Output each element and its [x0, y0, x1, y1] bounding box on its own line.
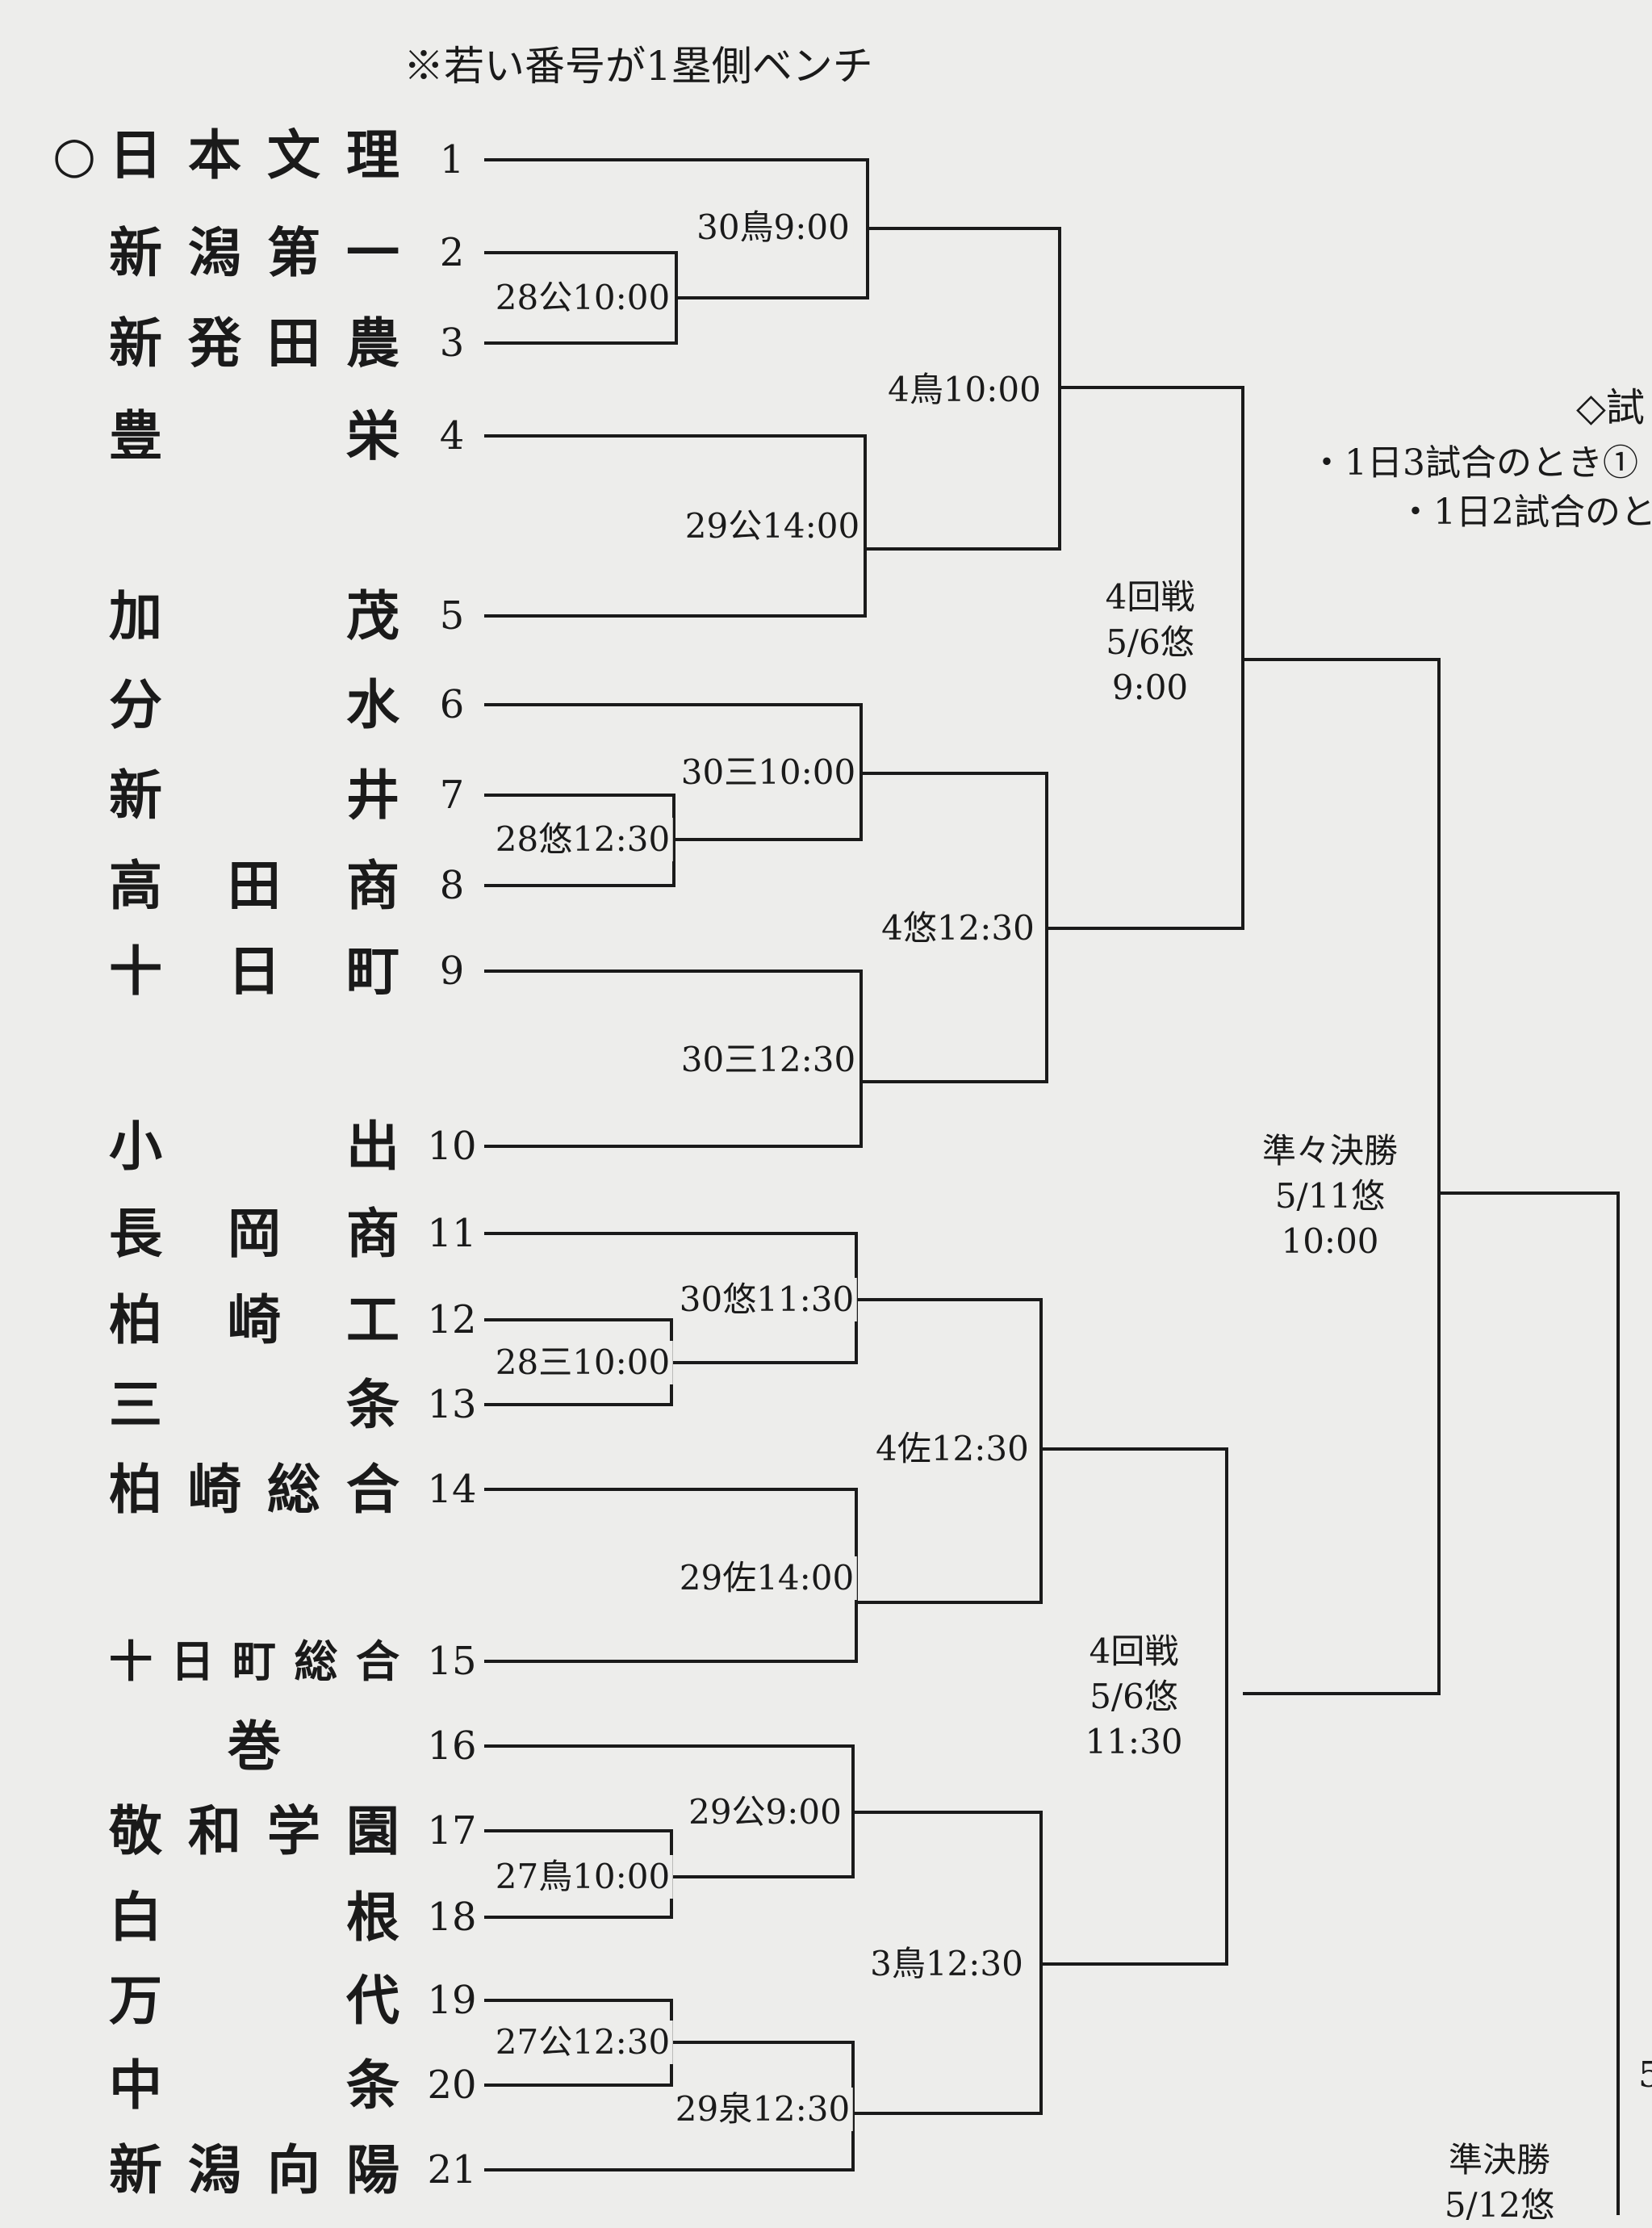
team-number-14: 14: [427, 1467, 477, 1512]
bracket-line-qf: [1243, 658, 1441, 1695]
team-name-8: 高田商: [109, 854, 399, 917]
team-number-1: 1: [439, 137, 465, 182]
team-name-14: 柏崎総合: [109, 1458, 399, 1521]
round4-bottom-time: 11:30: [1085, 1722, 1183, 1761]
team-number-15: 15: [427, 1639, 477, 1684]
team-number-8: 8: [439, 863, 465, 908]
team-number-18: 18: [427, 1895, 477, 1940]
team-name-11: 長岡商: [109, 1202, 399, 1265]
team-name-1: 日本文理: [109, 124, 399, 186]
team-number-9: 9: [439, 949, 465, 994]
team-name-2: 新潟第一: [109, 221, 399, 284]
rules-line-1: ・1日3試合のとき①: [1309, 442, 1638, 484]
match-label-r3b: 4悠12:30: [878, 907, 1038, 950]
quarterfinal-info: 準々決勝 5/11悠 10:00: [1262, 1129, 1398, 1264]
team-name-18: 白根: [109, 1886, 399, 1949]
bracket-line-r3d: [853, 1811, 1043, 2115]
team-name-7: 新井: [109, 764, 399, 827]
bracket-line-r4bottom: [1041, 1447, 1228, 1966]
match-label-2-3: 28公10:00: [491, 276, 674, 320]
round4-top-time: 9:00: [1111, 668, 1189, 707]
match-label-14-15: 29佐14:00: [675, 1556, 858, 1600]
round4-top-date: 5/6悠: [1106, 622, 1194, 662]
bracket-line-4-5: [484, 434, 867, 618]
team-name-19: 万代: [109, 1969, 399, 2032]
team-number-16: 16: [427, 1723, 477, 1769]
team-number-17: 17: [427, 1808, 477, 1853]
match-label-1-w: 30鳥9:00: [693, 206, 853, 249]
team-number-21: 21: [427, 2147, 477, 2192]
match-label-r3d: 3鳥12:30: [867, 1942, 1027, 1986]
match-label-21-w: 29泉12:30: [671, 2088, 854, 2131]
team-number-20: 20: [427, 2063, 477, 2108]
team-name-4: 豊栄: [109, 404, 399, 467]
match-label-17-18: 27鳥10:00: [491, 1855, 674, 1899]
team-name-15: 十日町総合: [109, 1635, 399, 1687]
match-label-r3a: 4鳥10:00: [885, 368, 1044, 412]
semifinal-title: 準決勝: [1448, 2140, 1551, 2180]
team-number-7: 7: [439, 773, 465, 818]
semifinal-date: 5/12悠: [1444, 2185, 1555, 2225]
team-name-16: 巻: [228, 1715, 281, 1778]
bracket-line-sf: [1439, 1191, 1620, 2215]
header-note: ※若い番号が1塁側ベンチ: [404, 43, 873, 90]
team-name-10: 小出: [109, 1115, 399, 1178]
match-label-12-13: 28三10:00: [491, 1341, 674, 1384]
bracket-line-r3c: [856, 1298, 1043, 1604]
match-label-4-5: 29公14:00: [681, 505, 864, 548]
match-label-9-10: 30三12:30: [677, 1038, 859, 1082]
round4-top-info: 4回戦 5/6悠 9:00: [1106, 575, 1195, 710]
team-number-4: 4: [439, 413, 465, 459]
team-name-12: 柏崎工: [109, 1288, 399, 1351]
team-number-19: 19: [427, 1978, 477, 2023]
round4-top-title: 4回戦: [1105, 577, 1195, 617]
team-name-6: 分水: [109, 673, 399, 736]
quarterfinal-title: 準々決勝: [1261, 1131, 1399, 1171]
team-number-2: 2: [439, 230, 465, 275]
team-name-17: 敬和学園: [109, 1799, 399, 1862]
team-name-3: 新発田農: [109, 312, 399, 375]
team-name-13: 三条: [109, 1373, 399, 1436]
team-name-20: 中条: [109, 2054, 399, 2117]
team-number-3: 3: [439, 320, 465, 366]
bracket-line-9-10: [484, 970, 863, 1148]
round4-bottom-info: 4回戦 5/6悠 11:30: [1085, 1629, 1182, 1765]
team-number-10: 10: [427, 1124, 477, 1169]
match-label-16-w: 29公9:00: [685, 1790, 845, 1834]
team-number-5: 5: [439, 593, 465, 639]
bracket-line-r3b: [861, 772, 1048, 1083]
match-label-6-w: 30三10:00: [677, 751, 859, 794]
quarterfinal-time: 10:00: [1281, 1221, 1379, 1261]
team-name-21: 新潟向陽: [109, 2138, 399, 2201]
round4-bottom-date: 5/6悠: [1089, 1677, 1178, 1716]
quarterfinal-date: 5/11悠: [1274, 1176, 1386, 1216]
team-number-11: 11: [427, 1211, 477, 1256]
round4-bottom-title: 4回戦: [1089, 1631, 1179, 1671]
team-number-12: 12: [427, 1297, 477, 1342]
match-label-r3c: 4佐12:30: [872, 1427, 1032, 1471]
team-name-9: 十日町: [109, 940, 399, 1003]
semifinal-info: 準決勝 5/12悠: [1445, 2138, 1554, 2228]
match-label-7-8: 28悠12:30: [491, 818, 674, 861]
edge-digit: 5: [1638, 2054, 1652, 2096]
seed-mark: ○: [52, 125, 97, 184]
team-number-13: 13: [427, 1382, 477, 1427]
rules-heading: ◇試: [1576, 385, 1645, 430]
match-label-19-20: 27公12:30: [491, 2021, 674, 2064]
rules-line-2: ・1日2試合のと: [1398, 492, 1652, 533]
team-number-6: 6: [439, 682, 465, 727]
team-name-5: 加茂: [109, 584, 399, 647]
match-label-11-w: 30悠11:30: [675, 1278, 858, 1321]
